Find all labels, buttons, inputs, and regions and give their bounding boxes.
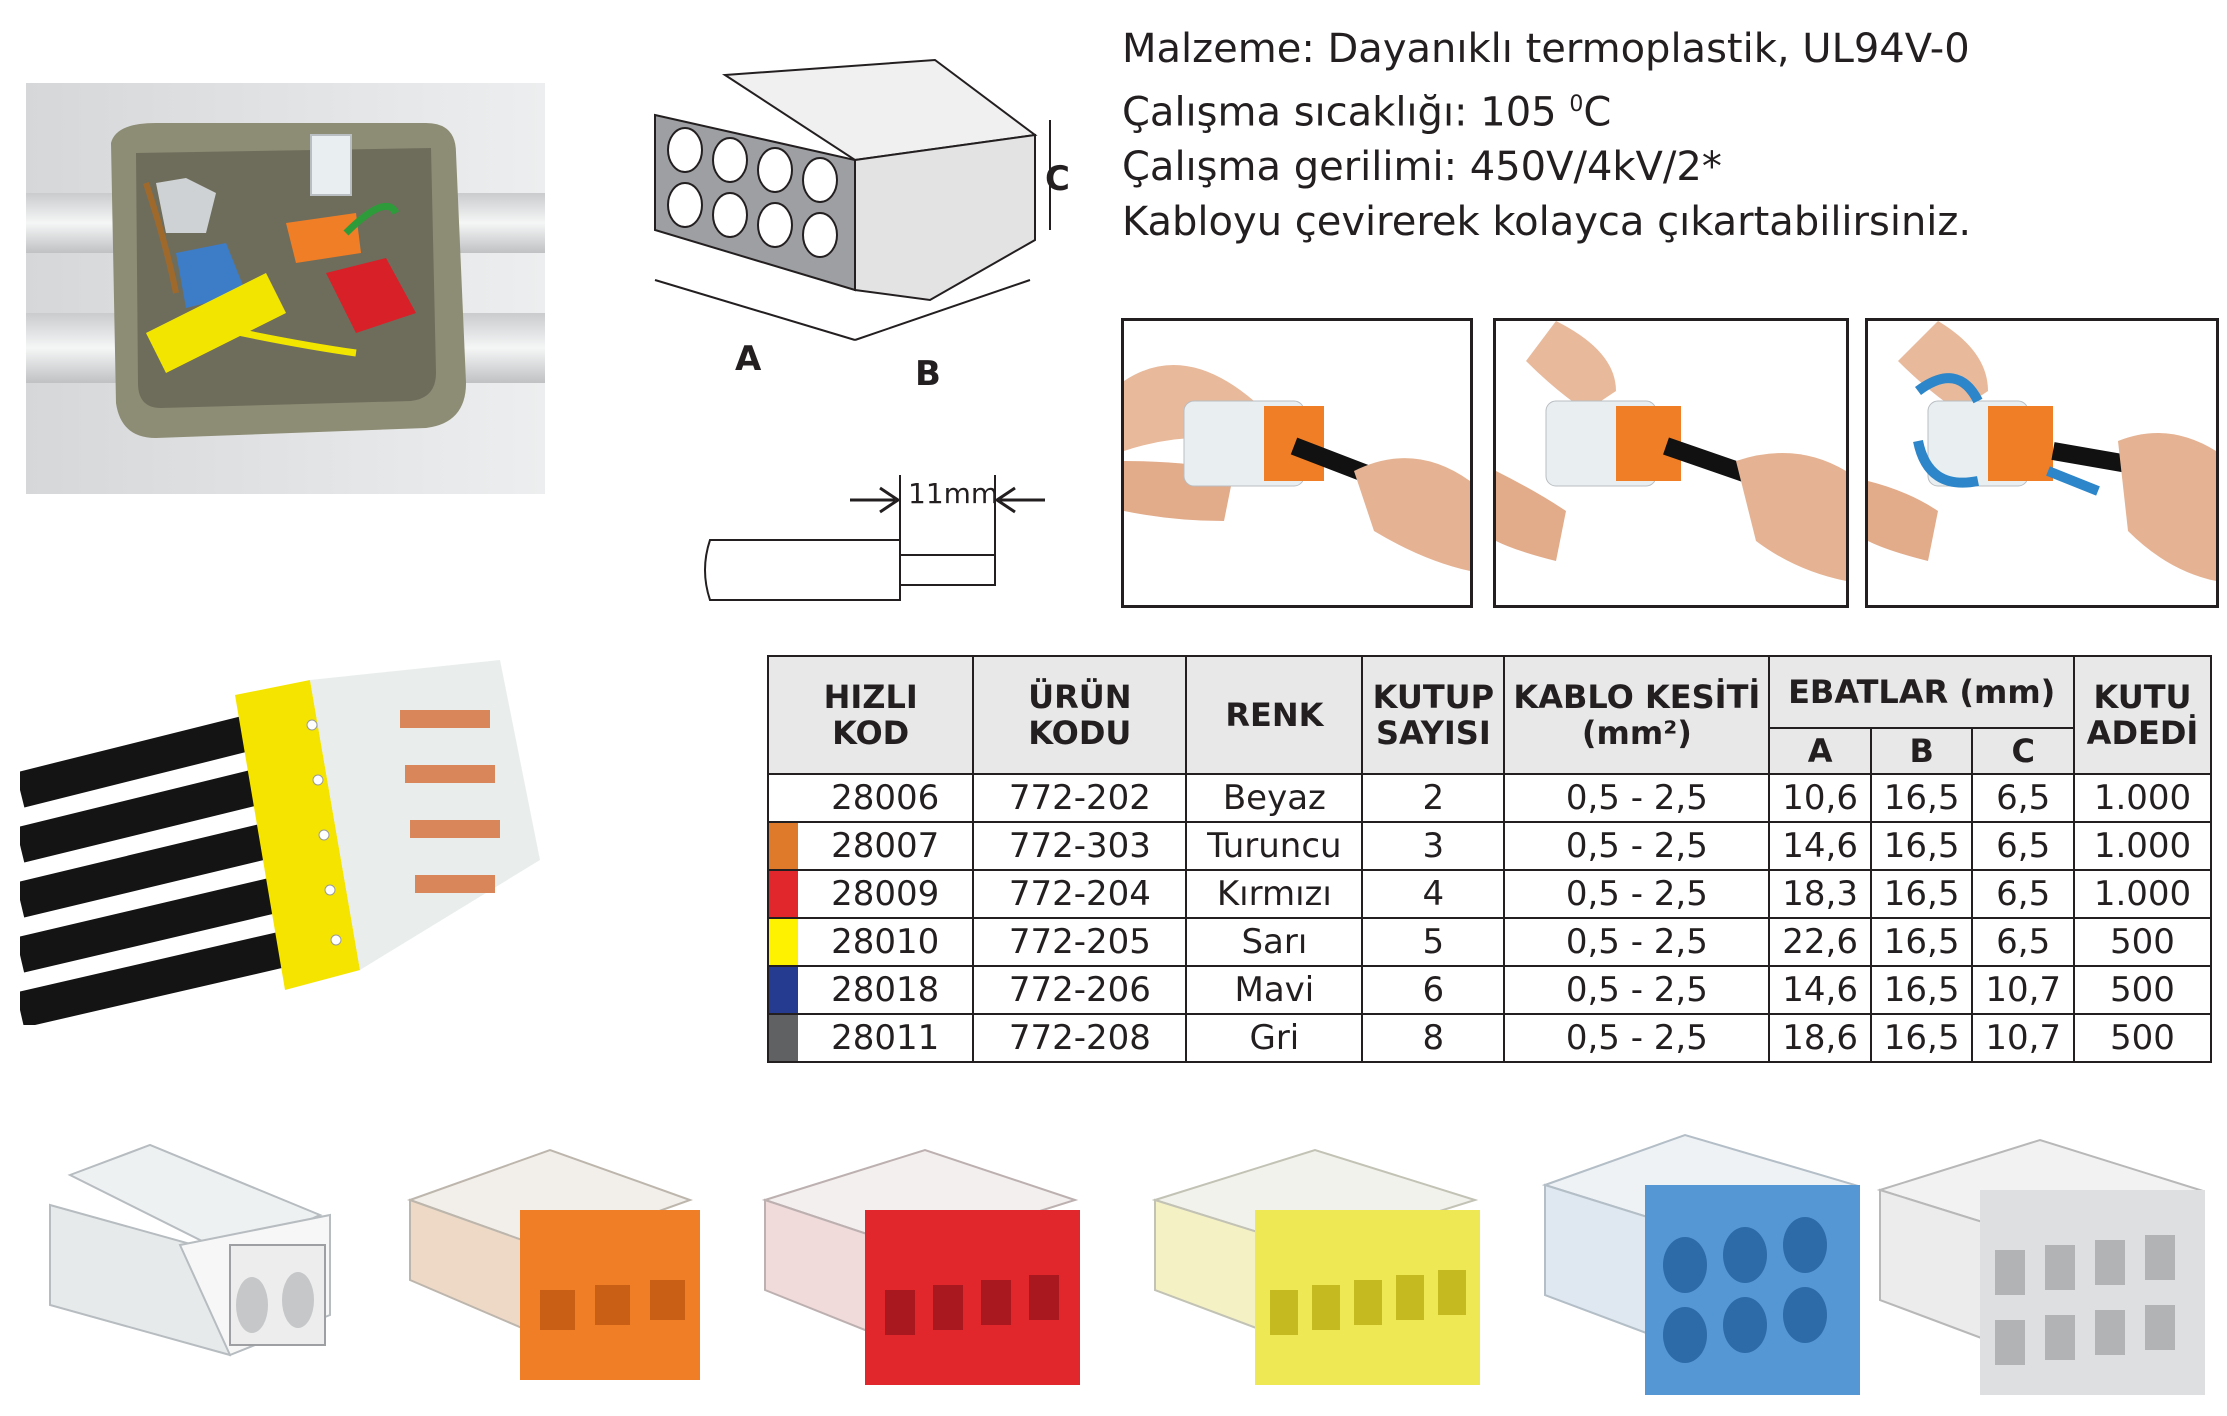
spec-material: Malzeme: Dayanıklı termoplastik, UL94V-0 [1122,26,1970,72]
dim-c-cell: 6,5 [1971,773,2075,823]
product-code-cell: 772-208 [972,1013,1188,1063]
dim-a-cell: 14,6 [1768,965,1872,1015]
color-name-cell: Beyaz [1185,773,1364,823]
quick-code-cell: 28018 [798,965,975,1015]
box-qty-cell: 1.000 [2073,869,2212,919]
cable-section-cell: 0,5 - 2,5 [1503,869,1771,919]
poles-cell: 5 [1361,917,1506,967]
dim-a-cell: 18,3 [1768,869,1872,919]
dim-c-cell: 6,5 [1971,821,2075,871]
product-code-cell: 772-303 [972,821,1188,871]
dimension-label-c: C [1045,159,1070,199]
product-code-cell: 772-202 [972,773,1188,823]
quick-code-cell: 28011 [798,1013,975,1063]
product-white-2-pole [30,1135,340,1385]
header-dim-a: A [1768,727,1872,775]
spec-temperature: Çalışma sıcaklığı: 105 0C [1122,89,1612,136]
poles-cell: 8 [1361,1013,1506,1063]
dim-c-cell: 10,7 [1971,1013,2075,1063]
quick-code-cell: 28009 [798,869,975,919]
cable-section-cell: 0,5 - 2,5 [1503,1013,1771,1063]
cable-section-cell: 0,5 - 2,5 [1503,917,1771,967]
cable-section-cell: 0,5 - 2,5 [1503,965,1771,1015]
strip-length-drawing: 11mm [690,460,1070,610]
poles-cell: 3 [1361,821,1506,871]
product-red-4-pole [755,1140,1085,1390]
dim-c-cell: 6,5 [1971,917,2075,967]
box-qty-cell: 500 [2073,1013,2212,1063]
dim-c-cell: 6,5 [1971,869,2075,919]
specs-block: Malzeme: Dayanıklı termoplastik, UL94V-0… [1122,22,2202,250]
dim-b-cell: 16,5 [1869,773,1974,823]
header-color: RENK [1185,655,1364,775]
cable-section-cell: 0,5 - 2,5 [1503,773,1771,823]
dim-b-cell: 16,5 [1869,917,1974,967]
product-blue-6-pole [1535,1125,1865,1400]
box-qty-cell: 500 [2073,965,2212,1015]
dim-a-cell: 18,6 [1768,1013,1872,1063]
yellow-connector-photo [20,650,550,1025]
color-swatch [767,821,798,871]
color-swatch [767,965,798,1015]
box-qty-cell: 1.000 [2073,773,2212,823]
dim-b-cell: 16,5 [1869,965,1974,1015]
quick-code-cell: 28006 [798,773,975,823]
product-grey-8-pole [1870,1130,2210,1400]
usage-step-photo-2 [1493,318,1849,608]
header-dim-c: C [1971,727,2075,775]
color-swatch [767,869,798,919]
usage-step-photo-3 [1865,318,2219,608]
color-swatch [767,917,798,967]
quick-code-cell: 28007 [798,821,975,871]
header-dim-b: B [1869,727,1974,775]
color-swatch [767,773,798,823]
color-name-cell: Sarı [1185,917,1364,967]
usage-step-photo-1 [1121,318,1473,608]
color-name-cell: Kırmızı [1185,869,1364,919]
quick-code-cell: 28010 [798,917,975,967]
dim-a-cell: 14,6 [1768,821,1872,871]
connector-dimension-drawing: A B C [640,30,1080,440]
color-name-cell: Turuncu [1185,821,1364,871]
dim-a-cell: 22,6 [1768,917,1872,967]
product-code-cell: 772-205 [972,917,1188,967]
color-swatch [767,1013,798,1063]
box-qty-cell: 500 [2073,917,2212,967]
strip-length-label: 11mm [908,477,998,510]
dim-b-cell: 16,5 [1869,1013,1974,1063]
product-orange-3-pole [400,1140,700,1385]
poles-cell: 6 [1361,965,1506,1015]
cable-section-cell: 0,5 - 2,5 [1503,821,1771,871]
color-name-cell: Gri [1185,1013,1364,1063]
dim-b-cell: 16,5 [1869,869,1974,919]
dimension-label-a: A [735,339,762,379]
dim-c-cell: 10,7 [1971,965,2075,1015]
poles-cell: 2 [1361,773,1506,823]
poles-cell: 4 [1361,869,1506,919]
spec-removal-note: Kabloyu çevirerek kolayca çıkartabilirsi… [1122,199,1972,246]
box-qty-cell: 1.000 [2073,821,2212,871]
product-code-cell: 772-206 [972,965,1188,1015]
color-name-cell: Mavi [1185,965,1364,1015]
header-dimensions: EBATLAR (mm) [1768,655,2075,729]
product-code-cell: 772-204 [972,869,1188,919]
dim-a-cell: 10,6 [1768,773,1872,823]
dimension-label-b: B [915,354,941,394]
dim-b-cell: 16,5 [1869,821,1974,871]
product-yellow-5-pole [1145,1140,1485,1390]
header-cable-section: KABLO KESİTİ(mm²) [1503,655,1771,775]
spec-voltage: Çalışma gerilimi: 450V/4kV/2* [1122,144,1722,191]
junction-box-photo [26,83,545,494]
